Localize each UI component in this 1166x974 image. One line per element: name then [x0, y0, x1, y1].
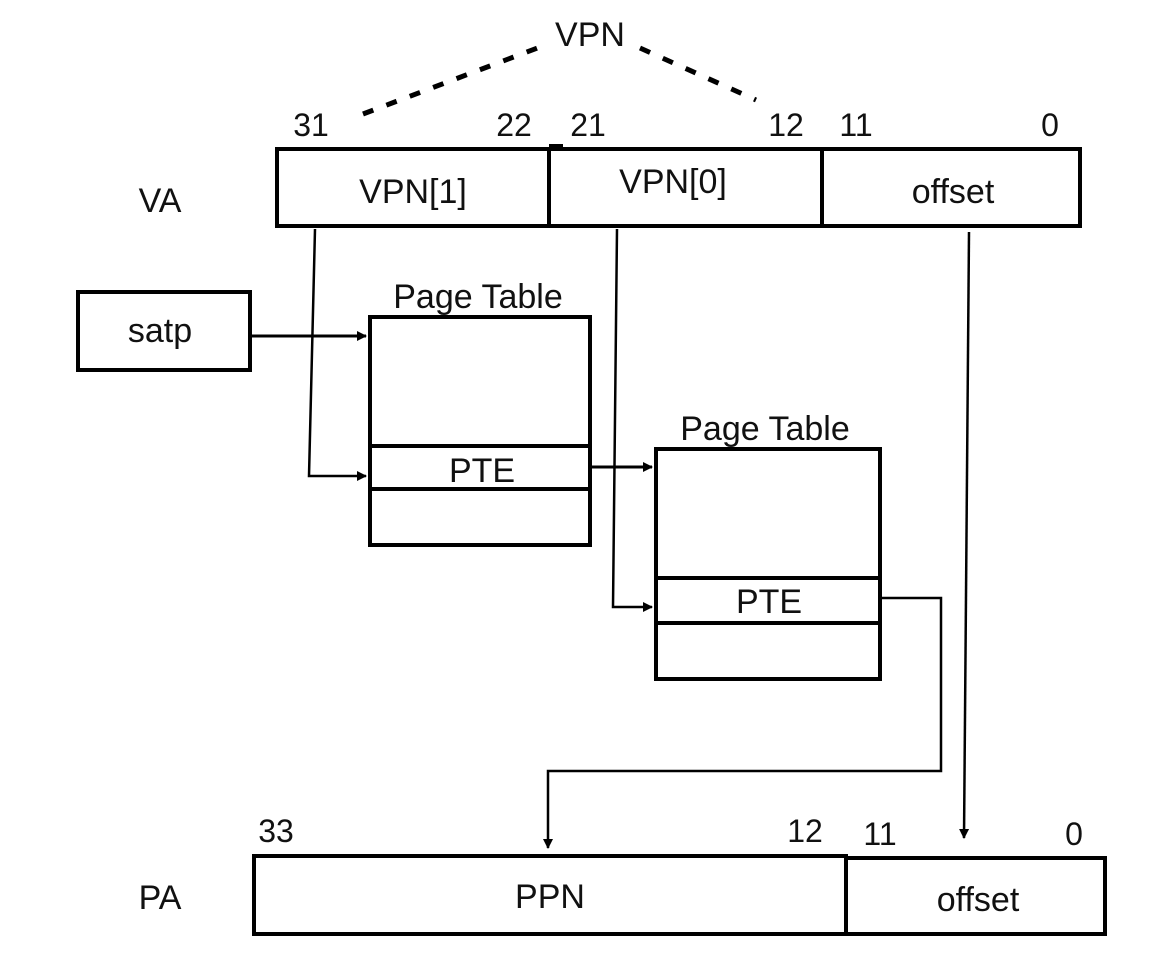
pa-offset-label: offset [937, 881, 1020, 919]
vpn1-index-arrow [307, 228, 367, 481]
page-table-1-box [368, 315, 592, 547]
pte-2-label: PTE [736, 583, 802, 621]
va-bit-31: 31 [293, 107, 329, 143]
page-table-level-0: Page Table PTE [654, 410, 882, 681]
satp-register: satp [76, 290, 252, 372]
page-table-2-title: Page Table [680, 410, 850, 448]
pte2-to-ppn-arrow [543, 596, 943, 849]
pa-register: PPN offset [252, 854, 1107, 936]
pa-bit-0: 0 [1065, 816, 1083, 852]
vpn0-index-arrow [611, 228, 653, 612]
pa-bit-11: 11 [863, 816, 896, 852]
va-offset-label: offset [912, 173, 995, 211]
pa-bit-12: 12 [787, 813, 823, 849]
satp-box [76, 290, 252, 372]
satp-label: satp [128, 312, 192, 350]
pa-offset-field [844, 856, 1107, 936]
va-bit-22: 22 [496, 107, 532, 143]
va-bit-21: 21 [570, 107, 606, 143]
va-bit-12: 12 [768, 107, 804, 143]
va-bit-11: 11 [839, 107, 872, 143]
page-table-level-1: Page Table PTE [368, 278, 592, 547]
va-vpn1-label: VPN[1] [359, 173, 467, 211]
va-label: VA [139, 182, 182, 220]
va-bit-0: 0 [1041, 107, 1059, 143]
va-register: VPN[1] VPN[0] offset [275, 144, 1082, 228]
vpn-group-label: VPN [555, 16, 625, 54]
va-vpn0-label: VPN[0] [619, 163, 727, 201]
page-table-1-title: Page Table [393, 278, 563, 316]
va-vpn1-field [275, 147, 551, 228]
pte-1-label: PTE [449, 452, 515, 490]
pa-label: PA [139, 879, 182, 917]
vpn-bracket-right [638, 45, 758, 103]
pa-bit-33: 33 [258, 813, 294, 849]
pa-ppn-label: PPN [515, 878, 585, 916]
va-offset-field [820, 147, 1082, 228]
vpn-bracket-left [362, 41, 549, 117]
page-table-2-box [654, 447, 882, 681]
va-vpn0-field [547, 147, 824, 228]
offset-copy-arrow [959, 231, 971, 839]
